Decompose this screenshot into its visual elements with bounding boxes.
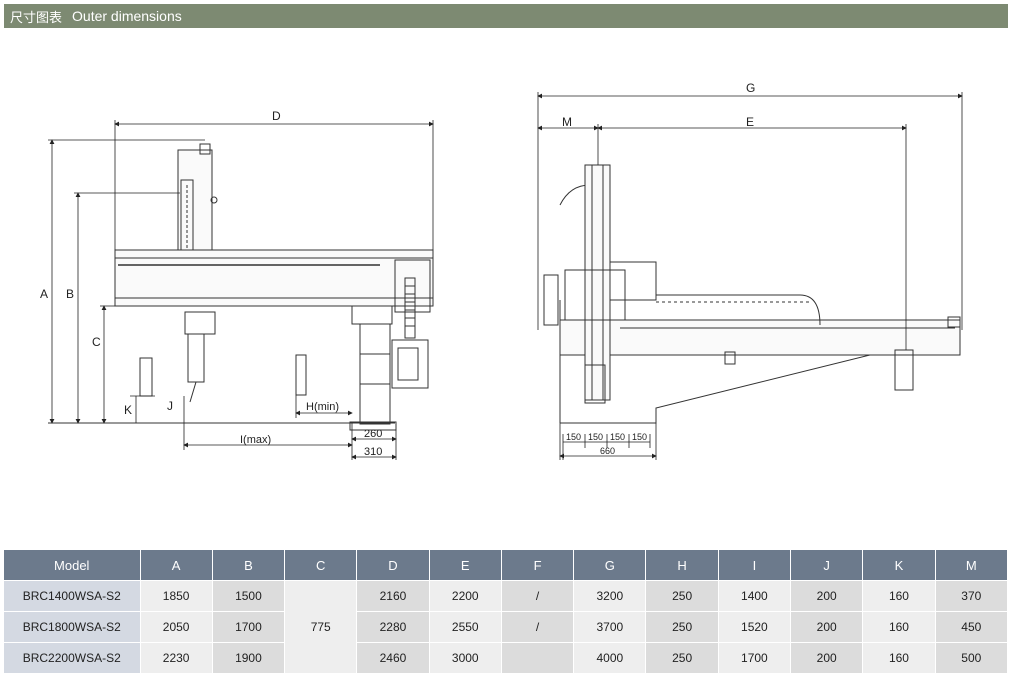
cell-G: 3700 [573, 611, 647, 643]
label-A: A [40, 287, 48, 301]
label-G: G [746, 81, 755, 95]
label-150-3: 150 [610, 432, 625, 442]
label-D: D [272, 109, 281, 123]
cell-A: 2050 [140, 611, 213, 643]
cell-K: 160 [862, 642, 936, 673]
front-view [48, 143, 434, 431]
cell-K: 160 [862, 580, 936, 612]
section-title-bar: 尺寸图表 Outer dimensions [4, 4, 1008, 28]
table-row: BRC2200WSA-S2 2230 1900 2460 3000 4000 2… [4, 642, 1009, 673]
label-K: K [124, 403, 132, 417]
label-660: 660 [600, 446, 615, 456]
label-I: I(max) [240, 434, 271, 446]
cell-B: 1500 [212, 580, 286, 612]
label-E: E [746, 115, 754, 129]
cell-E: 2200 [429, 580, 502, 612]
cell-model: BRC2200WSA-S2 [4, 642, 141, 673]
col-header: B [212, 550, 286, 581]
cell-J: 200 [790, 580, 864, 612]
col-header: G [573, 550, 647, 581]
title-english: Outer dimensions [72, 8, 182, 24]
col-header: F [501, 550, 575, 581]
cell-D: 2280 [356, 611, 430, 643]
cell-model: BRC1800WSA-S2 [4, 611, 141, 643]
table-row: BRC1800WSA-S2 2050 1700 2280 2550 / 3700… [4, 611, 1009, 643]
table-header-row: Model A B C D E F G H I J K M [4, 550, 1009, 581]
cell-E: 2550 [429, 611, 502, 643]
cell-E: 3000 [429, 642, 502, 673]
cell-B: 1900 [212, 642, 286, 673]
title-chinese: 尺寸图表 [10, 10, 63, 26]
cell-F [501, 642, 575, 673]
cell-M: 500 [935, 642, 1009, 673]
cell-M: 370 [935, 580, 1009, 612]
label-150-1: 150 [566, 432, 581, 442]
col-header: J [790, 550, 864, 581]
cell-G: 3200 [573, 580, 647, 612]
cell-B: 1700 [212, 611, 286, 643]
col-header: C [284, 550, 358, 581]
label-H: H(min) [306, 401, 339, 413]
label-C: C [92, 335, 101, 349]
cell-model: BRC1400WSA-S2 [4, 580, 141, 612]
label-B: B [66, 287, 74, 301]
cell-D: 2460 [356, 642, 430, 673]
col-header: Model [4, 550, 141, 581]
dimension-drawing: D A B C K J H(min) I(max) 260 310 [40, 81, 963, 460]
col-header: D [356, 550, 430, 581]
cell-J: 200 [790, 611, 864, 643]
label-260: 260 [364, 428, 382, 440]
col-header: A [140, 550, 213, 581]
cell-I: 1700 [718, 642, 792, 673]
cell-A: 2230 [140, 642, 213, 673]
table-row: BRC1400WSA-S2 1850 1500 775 2160 2200 / … [4, 580, 1009, 673]
cell-D: 2160 [356, 580, 430, 612]
col-header: H [645, 550, 719, 581]
cell-H: 250 [645, 611, 719, 643]
cell-J: 200 [790, 642, 864, 673]
cell-I: 1520 [718, 611, 792, 643]
cell-K: 160 [862, 611, 936, 643]
cell-F: / [501, 580, 575, 612]
label-150-2: 150 [588, 432, 603, 442]
cell-H: 250 [645, 642, 719, 673]
cell-I: 1400 [718, 580, 792, 612]
cell-C: 775 [284, 580, 358, 673]
label-150-4: 150 [632, 432, 647, 442]
cell-H: 250 [645, 580, 719, 612]
cell-F: / [501, 611, 575, 643]
label-M: M [562, 115, 572, 129]
label-310: 310 [364, 446, 382, 458]
col-header: M [935, 550, 1009, 581]
col-header: E [429, 550, 502, 581]
cell-M: 450 [935, 611, 1009, 643]
cell-A: 1850 [140, 580, 213, 612]
col-header: K [862, 550, 936, 581]
side-view [543, 164, 961, 424]
spec-table: Model A B C D E F G H I J K M BRC1400WSA… [4, 550, 1009, 673]
cell-G: 4000 [573, 642, 647, 673]
label-J: J [167, 399, 173, 413]
col-header: I [718, 550, 792, 581]
